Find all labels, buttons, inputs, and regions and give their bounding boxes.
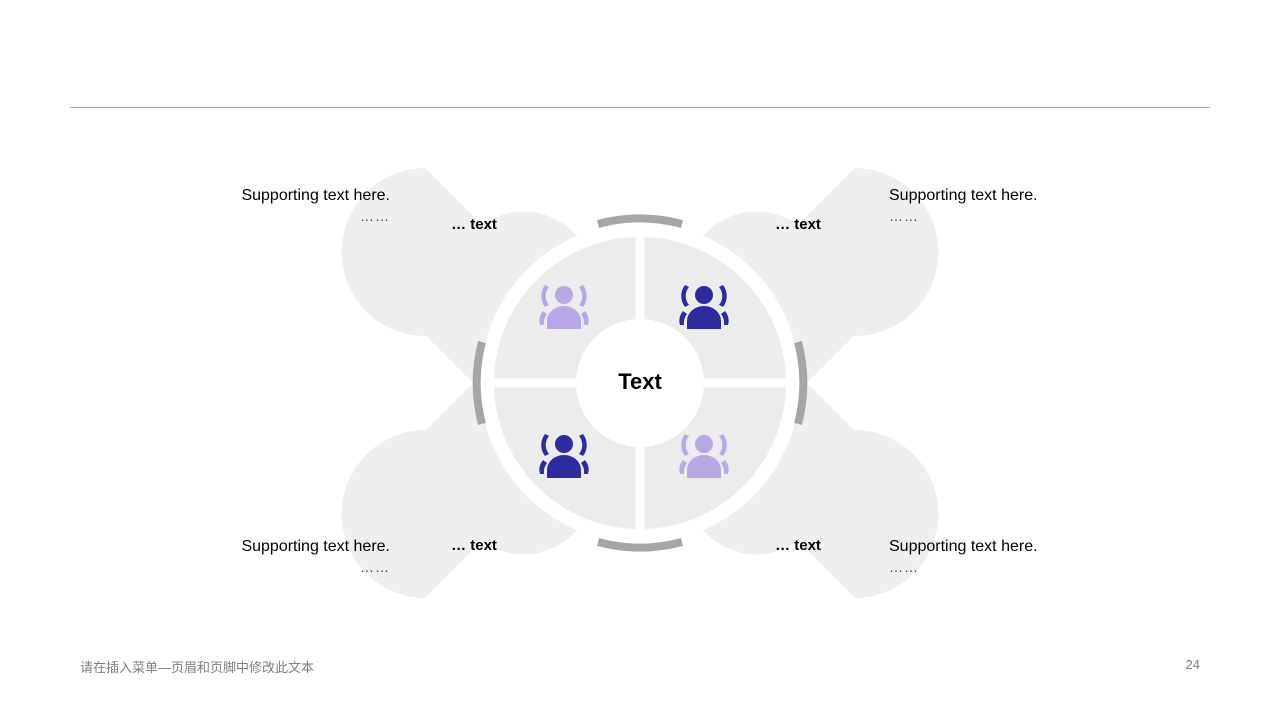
user-group-icon [539,285,589,329]
outer-ring-arcs [472,214,808,552]
supporting-dots: …… [889,559,919,575]
supporting-dots: …… [889,208,919,224]
supporting-text-top-left: Supporting text here. …… [190,186,390,226]
header-divider [70,107,1210,108]
supporting-text-bottom-left: Supporting text here. …… [190,537,390,577]
arc-top [596,214,684,228]
supporting-text-top-right: Supporting text here. …… [889,186,1089,226]
petal-label-top-right: … text [775,216,821,233]
supporting-label: Supporting text here. [889,187,1038,204]
supporting-dots: …… [360,559,390,575]
user-group-icon [679,285,729,329]
petal-label-bottom-left: … text [451,537,497,554]
supporting-label: Supporting text here. [241,187,390,204]
page-number: 24 [1185,657,1200,672]
supporting-dots: …… [360,208,390,224]
center-label: Text [618,369,662,394]
arc-left [472,340,486,426]
user-group-icon [679,434,729,478]
arc-right [794,340,808,426]
petal-label-top-left: … text [451,216,497,233]
supporting-label: Supporting text here. [889,538,1038,555]
petal-label-bottom-right: … text [775,537,821,554]
arc-bottom [596,538,684,552]
user-group-icon [539,434,589,478]
supporting-label: Supporting text here. [241,538,390,555]
center-circle [576,319,704,447]
footer-note: 请在插入菜单—页眉和页脚中修改此文本 [80,660,315,675]
supporting-text-bottom-right: Supporting text here. …… [889,537,1089,577]
